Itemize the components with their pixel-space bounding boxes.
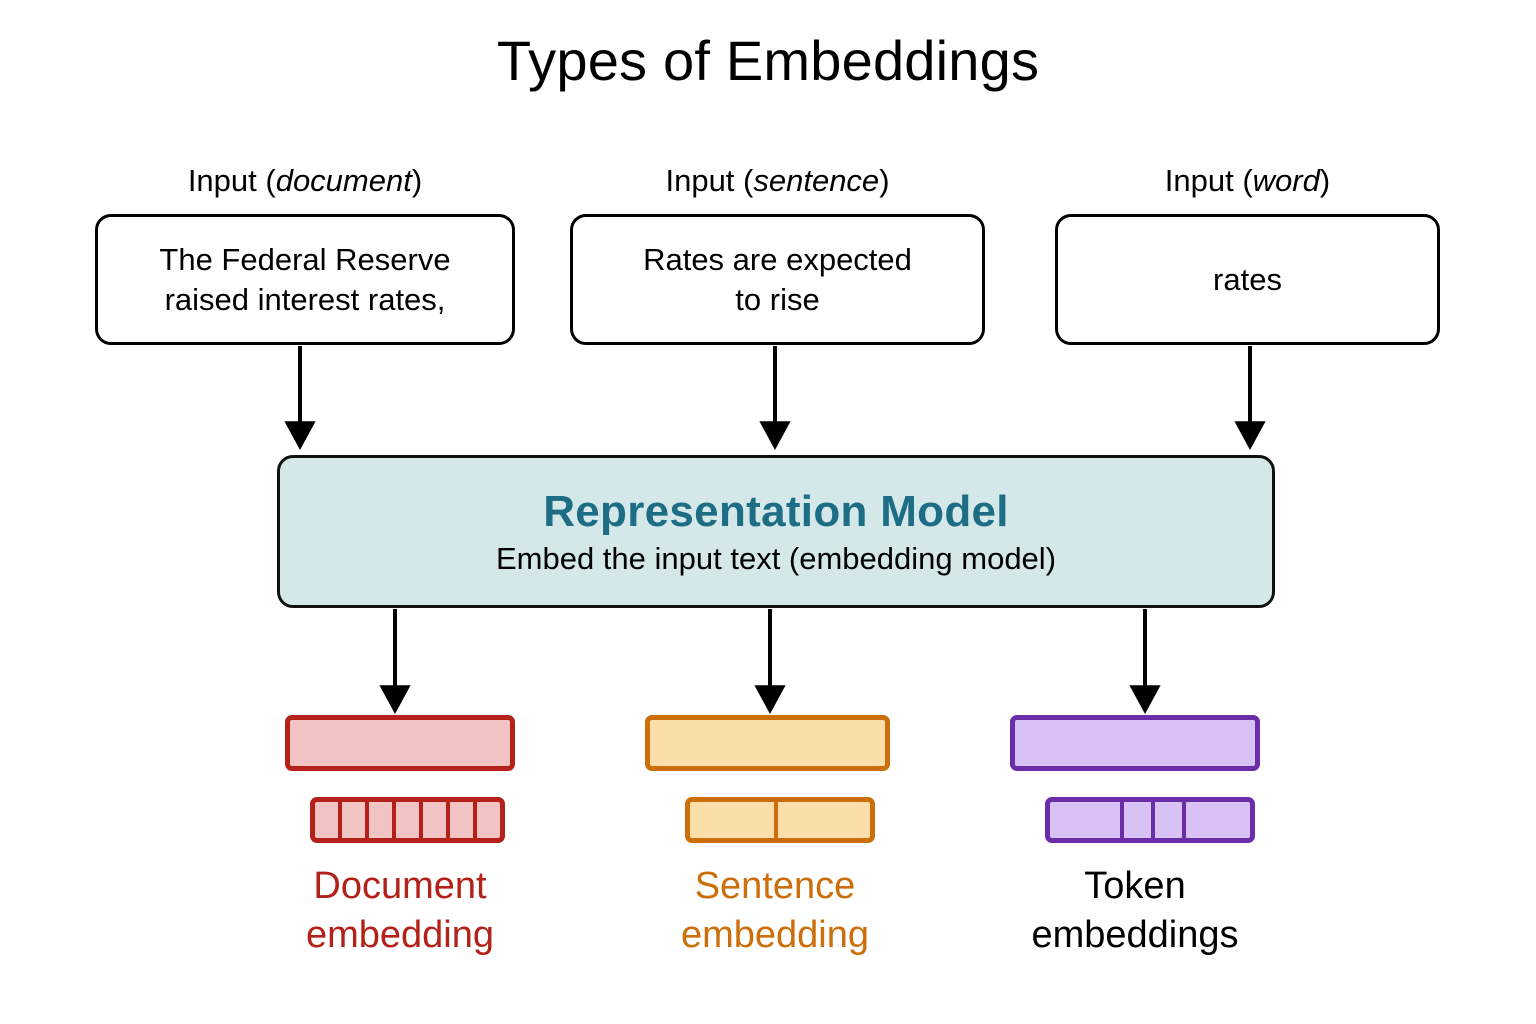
input-label-emphasis-word: word <box>1252 163 1320 198</box>
input-label-emphasis-sentence: sentence <box>753 163 880 198</box>
input-label-document: Input (document) <box>95 163 515 199</box>
sentence-embedding-segmented-bar[interactable] <box>685 797 875 843</box>
input-text-line2-sentence: to rise <box>735 281 820 317</box>
input-label-sentence: Input (sentence) <box>570 163 985 199</box>
sentence-embedding-vector-bar[interactable] <box>645 715 890 771</box>
document-embedding-segmented-bar[interactable] <box>310 797 505 843</box>
input-label-word: Input (word) <box>1055 163 1440 199</box>
sentence-embedding-caption-line2: embedding <box>680 914 870 957</box>
document-embedding-caption: Document embedding <box>255 862 545 961</box>
sentence-embedding-segment <box>773 802 870 838</box>
input-text-line1-sentence: Rates are expected <box>643 241 912 277</box>
document-embedding-segment <box>392 802 419 838</box>
input-text-line1-document: The Federal Reserve <box>159 241 451 277</box>
input-box-document[interactable]: The Federal Reserve raised interest rates… <box>95 214 515 345</box>
page-title: Types of Embeddings <box>496 29 1040 92</box>
document-embedding-caption-line1: Document <box>313 865 487 907</box>
document-embedding-segment <box>365 802 392 838</box>
document-embedding-segment <box>338 802 365 838</box>
token-embeddings-segmented-bar[interactable] <box>1045 797 1255 843</box>
input-label-suffix-word: ) <box>1319 163 1331 198</box>
token-embeddings-segment <box>1150 802 1182 838</box>
sentence-embedding-caption: Sentence embedding <box>630 862 920 961</box>
input-label-prefix-document: Input ( <box>187 163 276 198</box>
sentence-embedding-caption-line1: Sentence <box>694 865 856 907</box>
token-embeddings-caption-line2: embeddings <box>1031 914 1239 957</box>
input-box-text-sentence: Rates are expected to rise <box>643 240 912 319</box>
token-embeddings-segment <box>1119 802 1151 838</box>
document-embedding-vector-bar[interactable] <box>285 715 515 771</box>
representation-model-subtitle: Embed the input text (embedding model) <box>495 540 1057 576</box>
document-embedding-segment <box>473 802 500 838</box>
representation-model-title: Representation Model <box>543 486 1009 536</box>
input-text-line2-document: raised interest rates, <box>164 281 446 317</box>
input-box-text-document: The Federal Reserve raised interest rates… <box>159 240 450 319</box>
input-label-prefix-word: Input ( <box>1164 163 1253 198</box>
input-label-suffix-sentence: ) <box>879 163 890 198</box>
token-embeddings-segment <box>1050 802 1120 838</box>
input-label-emphasis-document: document <box>275 163 412 198</box>
document-embedding-segment <box>419 802 446 838</box>
representation-model-box[interactable]: Representation Model Embed the input tex… <box>277 455 1275 608</box>
input-label-suffix-document: ) <box>411 163 423 198</box>
input-box-sentence[interactable]: Rates are expected to rise <box>570 214 985 345</box>
document-embedding-segment <box>446 802 473 838</box>
sentence-embedding-segment <box>690 802 774 838</box>
document-embedding-caption-line2: embedding <box>305 914 495 957</box>
token-embeddings-caption-line1: Token <box>1084 865 1186 907</box>
input-box-word[interactable]: rates <box>1055 214 1440 345</box>
document-embedding-segment <box>315 802 338 838</box>
input-box-text-word: rates <box>1213 261 1282 297</box>
token-embeddings-caption: Token embeddings <box>990 862 1280 961</box>
input-label-prefix-sentence: Input ( <box>665 163 754 198</box>
token-embeddings-segment <box>1181 802 1250 838</box>
token-embeddings-vector-bar[interactable] <box>1010 715 1260 771</box>
